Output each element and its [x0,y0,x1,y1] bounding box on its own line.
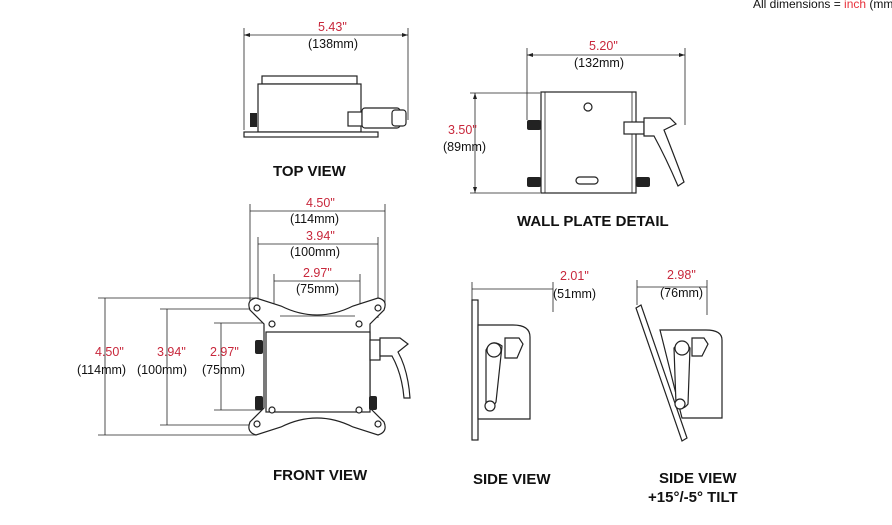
front-view: 4.50" (114mm) 3.94" (100mm) 2.97" (75mm)… [77,196,411,484]
top-view-label: TOP VIEW [273,163,347,180]
front-v2-in: 3.94" [157,345,186,359]
front-h2-in: 3.94" [306,229,335,243]
front-h1-in: 4.50" [306,196,335,210]
front-h2-mm: (100mm) [290,245,340,259]
side-view: 2.01" (51mm) SIDE VIEW [471,269,596,488]
wall-plate-label: WALL PLATE DETAIL [517,213,669,230]
wall-width-mm: (132mm) [574,56,624,70]
tilt-depth-in: 2.98" [667,268,696,282]
side-view-label: SIDE VIEW [473,471,551,488]
wall-height-in: 3.50" [448,123,477,137]
legend-prefix: All dimensions = [753,0,845,11]
wall-width-in: 5.20" [589,39,618,53]
dimensions-legend: All dimensions = inch (mm [753,0,892,11]
legend-unit: inch [844,0,867,11]
front-view-label: FRONT VIEW [273,467,368,484]
side-view-tilt: 2.98" (76mm) SIDE VIEW +15°/-5° TILT [635,268,738,506]
tilt-range-label: +15°/-5° TILT [648,489,738,506]
wall-height-mm: (89mm) [443,140,486,154]
front-v3-in: 2.97" [210,345,239,359]
top-width-in: 5.43" [318,20,347,34]
wall-plate-detail: 5.20" (132mm) 3.50" (89mm) WALL PLATE DE… [443,39,686,230]
front-h1-mm: (114mm) [290,212,339,226]
side-depth-mm: (51mm) [553,287,596,301]
front-v1-mm: (114mm) [77,363,126,377]
front-h3-mm: (75mm) [296,282,339,296]
side-depth-in: 2.01" [560,269,589,283]
top-width-mm: (138mm) [308,37,358,51]
tilt-depth-mm: (76mm) [660,286,703,300]
legend-suffix: (mm [866,0,892,11]
front-h3-in: 2.97" [303,266,332,280]
front-v1-in: 4.50" [95,345,124,359]
tilt-view-label: SIDE VIEW [659,470,737,487]
top-view: 5.43" (138mm) TOP VIEW [243,20,409,180]
front-v2-mm: (100mm) [137,363,187,377]
front-v3-mm: (75mm) [202,363,245,377]
